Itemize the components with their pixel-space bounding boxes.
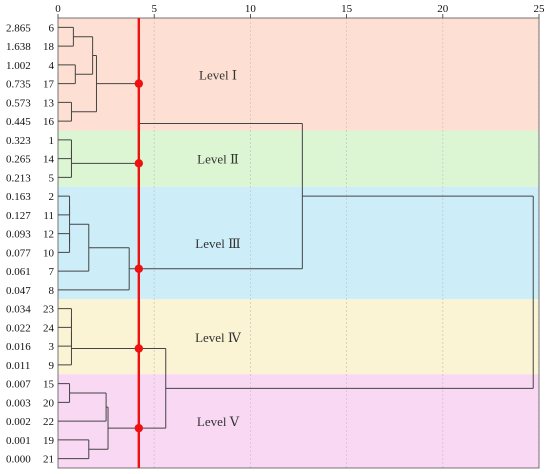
row-value-label: 0.213 (6, 172, 31, 184)
row-value-label: 0.003 (6, 397, 31, 409)
row-id-label: 12 (43, 229, 54, 241)
row-id-label: 2 (49, 191, 55, 203)
row-value-label: 1.002 (6, 60, 31, 72)
row-id-label: 18 (43, 41, 55, 53)
level-band-2 (58, 130, 539, 187)
row-value-label: 0.022 (6, 322, 31, 334)
row-value-label: 0.001 (6, 435, 31, 447)
row-value-label: 0.034 (6, 304, 31, 316)
row-id-label: 10 (43, 247, 55, 259)
row-value-label: 0.061 (6, 266, 31, 278)
row-value-label: 0.011 (6, 360, 30, 372)
row-id-label: 23 (43, 304, 55, 316)
row-value-label: 0.093 (6, 229, 31, 241)
row-value-label: 0.127 (6, 210, 31, 222)
level-bands (58, 18, 539, 468)
row-value-label: 0.445 (6, 116, 31, 128)
x-tick-label-15: 15 (341, 3, 353, 15)
level-label-2: Level Ⅱ (197, 152, 239, 167)
row-id-label: 7 (49, 266, 55, 278)
level-band-3 (58, 186, 539, 300)
row-value-label: 0.323 (6, 135, 31, 147)
row-id-label: 5 (49, 172, 55, 184)
row-value-label: 0.000 (6, 454, 31, 466)
x-tick-label-10: 10 (245, 3, 257, 15)
row-id-label: 16 (43, 116, 55, 128)
level-band-1 (58, 18, 539, 131)
row-value-label: 2.865 (6, 22, 31, 34)
cut-marker (134, 159, 144, 168)
cut-marker (134, 344, 144, 353)
level-label-4: Level Ⅳ (195, 330, 242, 345)
row-id-label: 3 (49, 341, 55, 353)
row-id-label: 20 (43, 397, 55, 409)
row-value-label: 0.077 (6, 247, 31, 259)
row-id-label: 19 (43, 435, 55, 447)
row-value-label: 0.002 (6, 416, 31, 428)
x-axis: 0 5 10 15 20 25 (55, 3, 546, 469)
row-id-label: 13 (43, 97, 55, 109)
x-tick-label-25: 25 (534, 3, 546, 15)
x-tick-label-5: 5 (151, 3, 157, 15)
dendrogram-tree (58, 26, 534, 460)
cut-marker (134, 423, 144, 433)
row-id-label: 15 (43, 379, 55, 391)
plot-frame (57, 17, 540, 469)
cut-marker (134, 264, 144, 273)
row-id-label: 1 (49, 135, 55, 147)
x-tick-label-20: 20 (437, 3, 449, 15)
row-value-label: 0.016 (6, 341, 31, 353)
level-band-4 (58, 299, 539, 375)
row-id-label: 17 (43, 79, 55, 91)
row-id-label: 14 (43, 154, 55, 166)
level-label-5: Level Ⅴ (197, 414, 240, 429)
cut-line-group (134, 18, 144, 468)
row-value-label: 1.638 (6, 41, 31, 53)
row-id-label: 4 (49, 60, 55, 72)
level-label-3: Level Ⅲ (195, 236, 240, 251)
row-id-label: 9 (49, 360, 55, 372)
row-value-label: 0.573 (6, 97, 31, 109)
level-label-1: Level Ⅰ (199, 67, 237, 82)
row-value-label: 0.163 (6, 191, 31, 203)
row-id-label: 21 (43, 454, 54, 466)
cut-marker (134, 79, 144, 88)
x-tick-label-0: 0 (55, 3, 61, 15)
row-id-label: 24 (43, 322, 55, 334)
row-id-label: 11 (43, 210, 54, 222)
row-id-label: 22 (43, 416, 54, 428)
row-value-label: 0.047 (6, 285, 31, 297)
row-value-label: 0.007 (6, 379, 31, 391)
level-labels: Level Ⅰ Level Ⅱ Level Ⅲ Level Ⅳ Level Ⅴ (195, 67, 242, 429)
row-value-label: 0.265 (6, 154, 31, 166)
row-id-label: 6 (49, 22, 55, 34)
row-id-label: 8 (49, 285, 55, 297)
row-value-label: 0.735 (6, 79, 31, 91)
